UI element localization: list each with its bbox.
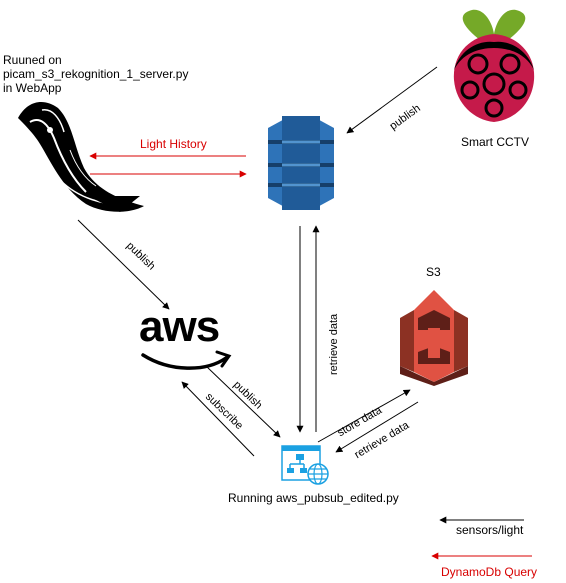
s3-label: S3: [426, 265, 441, 279]
legend-sensors-light: sensors/light: [456, 523, 524, 537]
flask-logo-icon: [18, 102, 144, 212]
arrow-s3-to-pubsub: [335, 401, 419, 453]
raspberry-pi-icon: [453, 9, 535, 122]
flask-caption-line-2: picam_s3_rekognition_1_server.py: [3, 67, 189, 81]
arrow-aws-to-pubsub: [205, 365, 281, 438]
flask-caption-line-1: Ruuned on: [3, 53, 62, 67]
aws-smile-icon: [141, 350, 232, 370]
arrow-flask-to-aws: [77, 219, 170, 310]
legend-dynamodb-query: DynamoDb Query: [441, 565, 538, 579]
s3-icon: [400, 290, 468, 386]
pubsub-caption: Running aws_pubsub_edited.py: [228, 491, 399, 505]
dynamodb-icon: [268, 116, 334, 210]
smart-cctv-label: Smart CCTV: [461, 135, 530, 149]
arrow-cctv-to-dynamo: [346, 66, 438, 134]
arrow-pubsub-to-s3: [317, 389, 411, 443]
flask-caption-line-3: in WebApp: [3, 81, 62, 95]
arrow-pubsub-to-aws: [181, 381, 255, 457]
pubsub-app-icon: [281, 445, 329, 485]
aws-logo-text: aws: [139, 302, 220, 351]
label-retrieve-data-vertical: retrieve data: [328, 313, 340, 375]
label-light-history: Light History: [140, 137, 207, 151]
